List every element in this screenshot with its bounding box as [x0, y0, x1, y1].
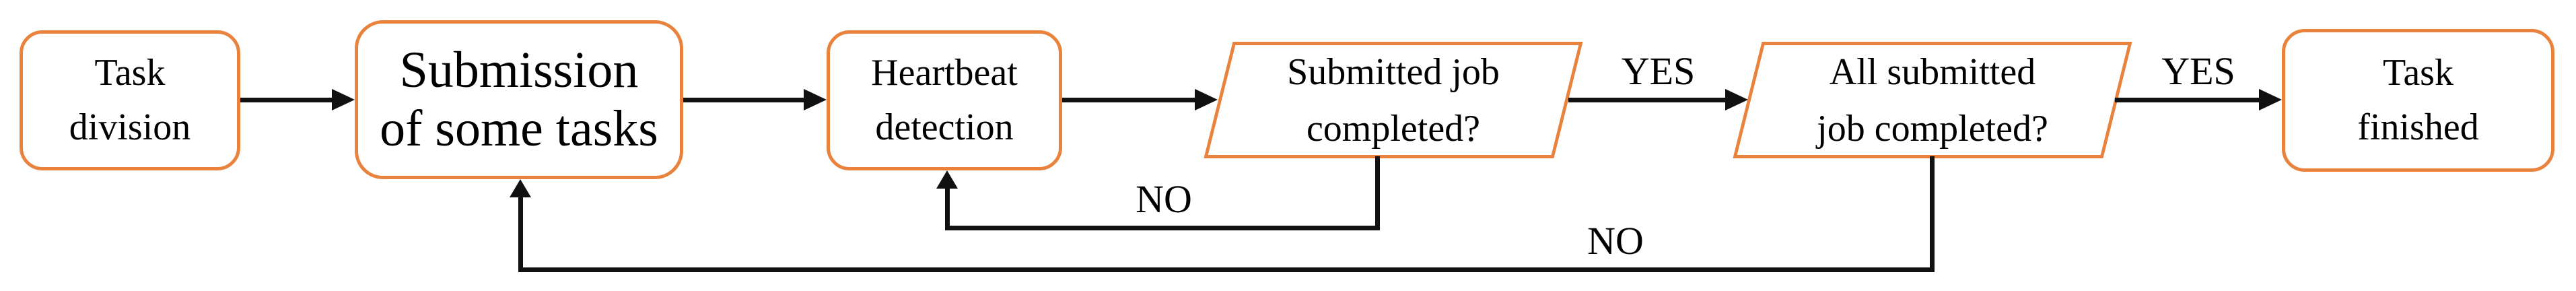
node-task-finished-label: Task finished: [2357, 51, 2479, 148]
arrow-submission-to-heartbeat: [683, 98, 806, 102]
edge-label-yes-1: YES: [1621, 49, 1696, 93]
node-task-division: Task division: [20, 30, 240, 170]
no-loop2-rise-line: [518, 196, 523, 272]
no-loop2-horizontal-line: [518, 267, 1935, 272]
arrowhead-right-icon: [804, 89, 827, 110]
arrowhead-right-icon: [1195, 89, 1218, 110]
arrow-all-submitted-to-task-finished: [2115, 98, 2260, 102]
node-submission: Submission of some tasks: [355, 20, 683, 179]
no-loop2-drop-line: [1930, 156, 1935, 272]
edge-label-no-1: NO: [1136, 177, 1192, 221]
no-loop1-horizontal-line: [945, 226, 1380, 230]
arrowhead-up-icon: [936, 170, 958, 189]
node-submitted-job-completed-label: Submitted job completed?: [1287, 51, 1500, 150]
node-all-submitted-job-completed: All submitted job completed?: [1733, 42, 2132, 158]
arrowhead-up-icon: [510, 179, 531, 197]
no-loop1-rise-line: [945, 187, 950, 230]
arrow-submitted-job-to-all-submitted: [1568, 98, 1727, 102]
node-submission-label: Submission of some tasks: [380, 41, 658, 157]
node-task-division-label: Task division: [69, 51, 191, 148]
no-loop1-drop-line: [1375, 156, 1380, 230]
edge-label-no-2: NO: [1587, 219, 1644, 263]
arrowhead-right-icon: [1725, 89, 1748, 110]
arrowhead-right-icon: [2259, 89, 2282, 110]
node-all-submitted-job-completed-label: All submitted job completed?: [1817, 51, 2048, 150]
arrowhead-right-icon: [332, 89, 355, 110]
edge-label-yes-2: YES: [2161, 49, 2235, 93]
arrow-task-division-to-submission: [240, 98, 335, 102]
node-heartbeat-detection: Heartbeat detection: [827, 30, 1062, 170]
arrow-heartbeat-to-submitted-job: [1062, 98, 1197, 102]
node-task-finished: Task finished: [2282, 29, 2554, 172]
node-submitted-job-completed: Submitted job completed?: [1204, 42, 1583, 158]
node-heartbeat-detection-label: Heartbeat detection: [871, 51, 1018, 148]
